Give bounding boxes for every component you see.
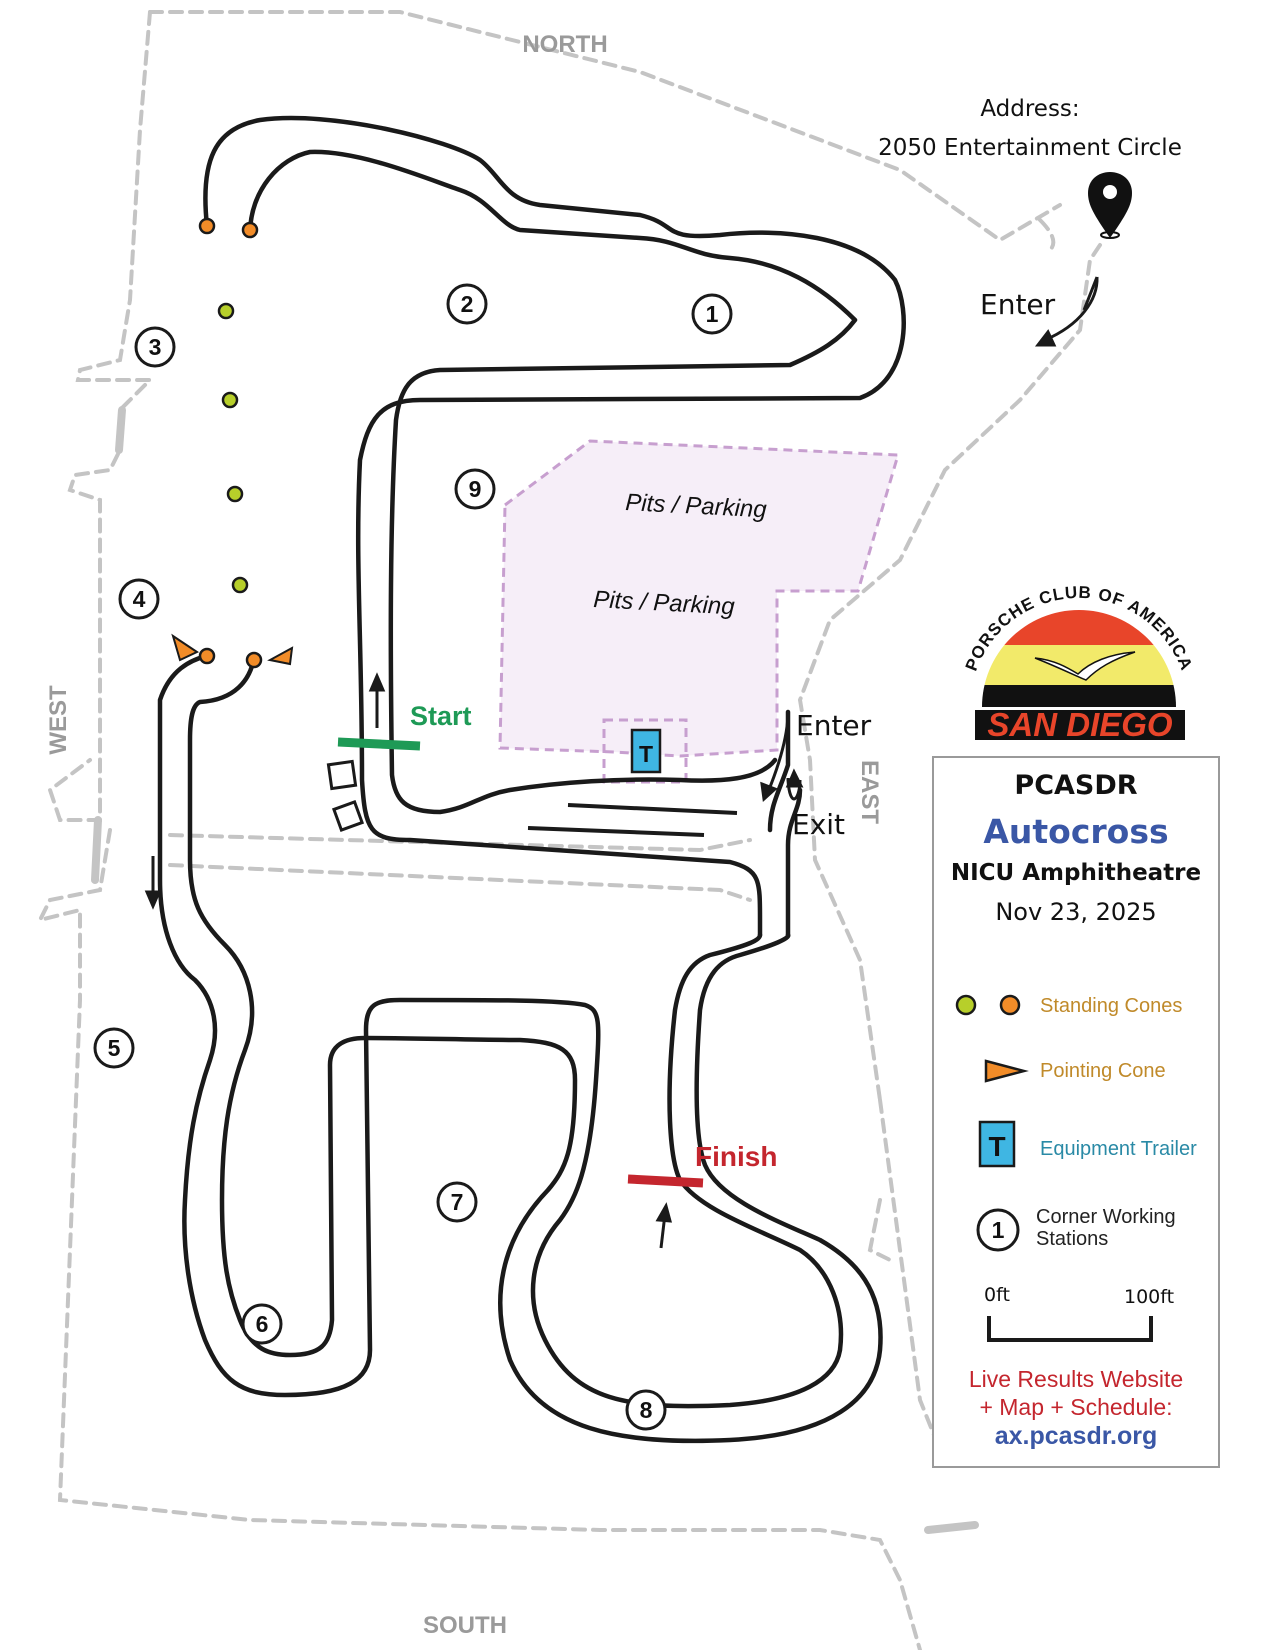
- station-5: [93, 1027, 135, 1069]
- green-cone: [226, 485, 244, 503]
- legend-venue: NICU Amphitheatre: [950, 860, 1202, 886]
- trailer-icon-letter: T: [988, 1131, 1005, 1162]
- legend-pointing-cone: Pointing Cone: [1040, 1060, 1166, 1082]
- results-url-link[interactable]: ax.pcasdr.org: [994, 1422, 1158, 1450]
- pca-san-diego-logo: PORSCHE CLUB OF AMERICA SAN DIEGO: [962, 583, 1196, 743]
- legend-event: Autocross: [983, 812, 1169, 851]
- legend-date: Nov 23, 2025: [995, 898, 1157, 926]
- station-1: [691, 293, 733, 335]
- scale-end-label: 100ft: [1124, 1286, 1175, 1308]
- pointing-cone-icon: [984, 1059, 1029, 1083]
- pointing-cones: [171, 633, 294, 666]
- location-pin-icon: [1088, 172, 1132, 239]
- pits-parking-area: [498, 439, 900, 758]
- station-3-number: 3: [149, 334, 162, 360]
- compass-north: NORTH: [522, 31, 607, 58]
- start-line: [337, 737, 421, 751]
- corner-station-icon: 1: [976, 1208, 1020, 1252]
- station-9: [454, 468, 496, 510]
- standing-cones: [198, 217, 263, 669]
- station-7: [436, 1181, 478, 1223]
- orange-cone: [198, 217, 216, 235]
- station-9-number: 9: [469, 476, 482, 502]
- legend-equipment-trailer: Equipment Trailer: [1040, 1138, 1197, 1160]
- enter-top-label: Enter: [980, 288, 1056, 321]
- direction-arrows: [144, 276, 1099, 1249]
- corner-stations: [93, 283, 733, 1431]
- paddock-lines: [527, 803, 738, 837]
- legend-corner-stations: Corner Working Stations: [1036, 1206, 1176, 1250]
- green-cone: [231, 576, 249, 594]
- results-line1: Live Results Website: [968, 1366, 1184, 1392]
- corner-station-numbers: 1 2 3 4 5 6 7 8 9: [108, 291, 719, 1423]
- property-boundary: [36, 10, 1102, 1650]
- green-cone: [217, 302, 235, 320]
- station-4: [118, 578, 160, 620]
- legend-club: PCASDR: [1014, 770, 1138, 801]
- station-8: [625, 1389, 667, 1431]
- legend-corner-line2: Stations: [1036, 1228, 1109, 1250]
- course-track: [157, 115, 906, 1444]
- seagull-icon: [1034, 651, 1136, 681]
- trailer-icon: T: [978, 1120, 1016, 1168]
- station-7-number: 7: [451, 1189, 464, 1215]
- legend-box: PCASDR Autocross NICU Amphitheatre Nov 2…: [932, 756, 1220, 1468]
- results-line2: + Map + Schedule:: [979, 1394, 1173, 1420]
- start-label: Start: [410, 701, 472, 731]
- station-2: [446, 283, 488, 325]
- logo-region: SAN DIEGO: [987, 706, 1173, 743]
- corner-icon-number: 1: [992, 1217, 1005, 1243]
- scale-start-label: 0ft: [984, 1284, 1010, 1306]
- orange-cone: [241, 221, 259, 239]
- legend-standing-cones: Standing Cones: [1040, 995, 1183, 1017]
- equipment-trailer: T: [630, 728, 662, 774]
- exit-side-label: Exit: [792, 808, 845, 841]
- station-4-number: 4: [133, 586, 146, 612]
- boundary-posts: [91, 406, 979, 1534]
- trailer-letter: T: [639, 741, 653, 767]
- station-6-number: 6: [256, 1311, 269, 1337]
- orange-cone: [245, 651, 263, 669]
- station-1-number: 1: [706, 301, 719, 327]
- compass-west: WEST: [45, 685, 72, 755]
- trailer-zone: [602, 718, 688, 784]
- scale-bar: [987, 1316, 1153, 1342]
- finish-line: [627, 1174, 704, 1188]
- address-label: Address:: [980, 96, 1079, 122]
- station-8-number: 8: [640, 1397, 653, 1423]
- green-cone: [221, 391, 239, 409]
- standing-cones-icon: [955, 994, 1021, 1016]
- orange-cone: [198, 647, 216, 665]
- timing-boxes: [326, 759, 365, 833]
- legend-corner-line1: Corner Working: [1036, 1206, 1176, 1228]
- station-5-number: 5: [108, 1035, 121, 1061]
- compass-south: SOUTH: [423, 1612, 507, 1639]
- enter-side-label: Enter: [796, 709, 872, 742]
- address-street: 2050 Entertainment Circle: [878, 135, 1182, 161]
- station-6: [241, 1303, 283, 1345]
- station-3: [134, 326, 176, 368]
- station-2-number: 2: [461, 291, 474, 317]
- finish-label: Finish: [695, 1141, 777, 1172]
- compass-east: EAST: [856, 760, 883, 824]
